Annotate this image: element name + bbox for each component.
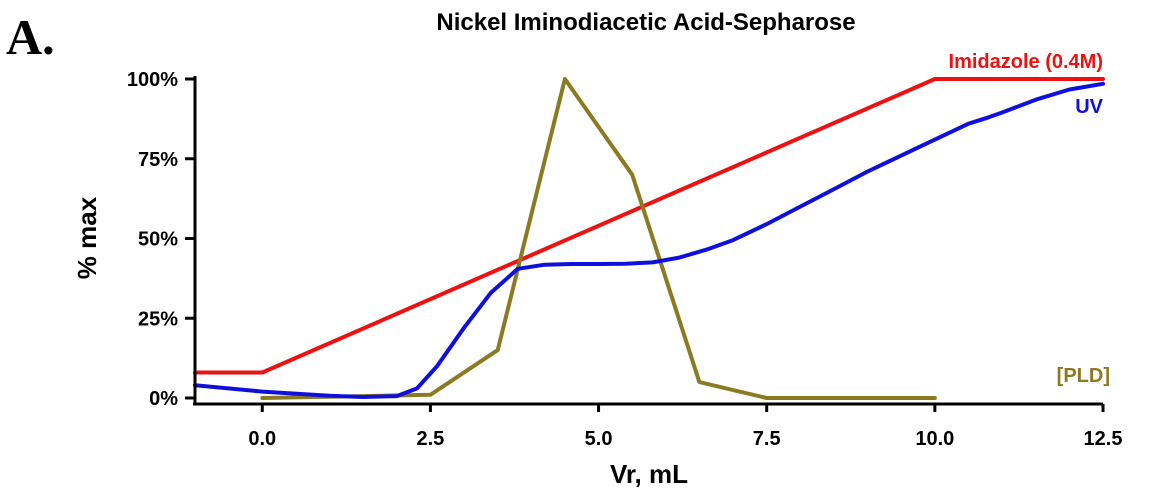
y-tick-label: 25%	[138, 308, 178, 330]
pld-line	[260, 77, 937, 400]
x-axis-label: Vr, mL	[610, 459, 688, 489]
chart-title: Nickel Iminodiacetic Acid-Sepharose	[436, 9, 855, 36]
pld-label: [PLD]	[1057, 365, 1110, 387]
x-tick-label: 2.5	[417, 428, 445, 450]
series-labels: Imidazole (0.4M) UV [PLD]	[949, 51, 1110, 387]
y-tick-label: 100%	[127, 69, 178, 91]
y-axis-ticks: 0% 25% 50% 75% 100%	[127, 69, 195, 410]
y-axis-label: % max	[72, 196, 102, 279]
x-tick-label: 7.5	[753, 428, 781, 450]
panel-label: A.	[6, 9, 55, 65]
series-layer	[193, 77, 1105, 400]
imidazole-line	[193, 77, 1105, 375]
x-axis-ticks: 0.0 2.5 5.0 7.5 10.0 12.5	[248, 404, 1122, 450]
x-tick-label: 12.5	[1084, 428, 1123, 450]
imidazole-label: Imidazole (0.4M)	[949, 51, 1103, 73]
y-tick-label: 50%	[138, 229, 178, 251]
y-tick-label: 0%	[149, 388, 178, 410]
y-tick-label: 75%	[138, 149, 178, 171]
x-tick-label: 5.0	[585, 428, 613, 450]
x-tick-label: 0.0	[248, 428, 276, 450]
x-tick-label: 10.0	[915, 428, 954, 450]
uv-line	[193, 81, 1105, 399]
uv-label: UV	[1075, 96, 1103, 118]
